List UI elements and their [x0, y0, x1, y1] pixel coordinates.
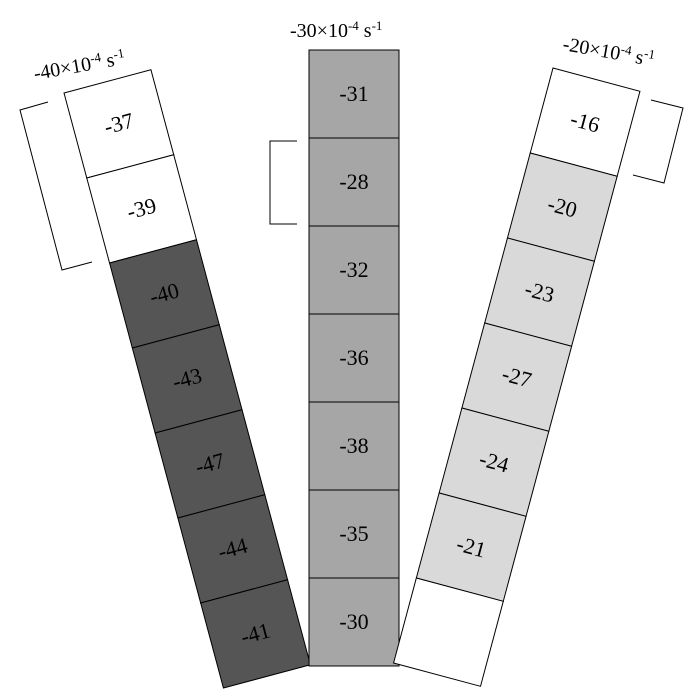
column-1-cell-4 [308, 401, 400, 491]
bracket-right [632, 99, 684, 184]
column-0-cell-6 [200, 579, 311, 689]
column-1-cell-2-value: -32 [339, 257, 368, 282]
column-1-cell-4-value: -38 [339, 433, 368, 458]
column-title-left: -40×10-4 s-1 [32, 45, 127, 85]
column-1-cell-1-value: -28 [339, 169, 368, 194]
column-middle: -31 -28 -32 -36 -38 -35 -30 [308, 49, 400, 667]
column-1-cell-0 [308, 49, 400, 139]
column-2-cell-6 [392, 577, 504, 687]
column-title-right: -20×10-4 s-1 [561, 31, 656, 71]
column-1-cell-6-value: -30 [339, 609, 368, 634]
column-1-cell-2 [308, 225, 400, 315]
column-right: -16-20-23-27-24-21 [392, 67, 641, 687]
column-1-cell-5 [308, 489, 400, 579]
column-1-cell-3-value: -36 [339, 345, 368, 370]
bracket-middle [269, 140, 297, 225]
column-title-middle: -30×10-4 s-1 [290, 18, 382, 43]
bracket-left [19, 101, 93, 271]
column-1-cell-3 [308, 313, 400, 403]
column-left: -37-39-40-43-47-44-41 [63, 69, 311, 689]
column-1-cell-0-value: -31 [339, 81, 368, 106]
column-1-cell-6 [308, 577, 400, 667]
column-1-cell-5-value: -35 [339, 521, 368, 546]
